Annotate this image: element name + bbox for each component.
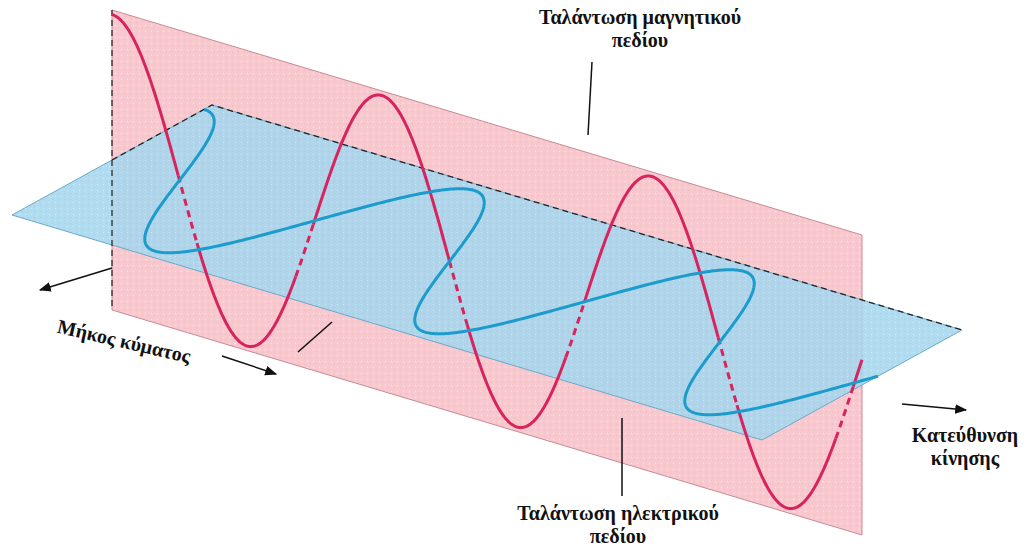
dimension-arrow	[222, 356, 276, 374]
magnetic-wave	[566, 302, 585, 358]
magnetic-wave	[836, 387, 854, 439]
electric-plane	[12, 105, 962, 440]
magnetic-wave	[296, 225, 314, 277]
direction-arrow	[902, 404, 966, 410]
dimension-arrow	[40, 268, 112, 290]
magnetic-wave	[450, 261, 468, 324]
leader-line	[621, 418, 623, 496]
magnetic-wave	[467, 324, 566, 427]
leader-line	[298, 322, 332, 352]
electric-wave	[145, 109, 878, 414]
field-label: Ταλάντωση μαγνητικού πεδίου	[522, 6, 758, 52]
magnetic-wave	[718, 338, 737, 405]
magnetic-wave	[313, 95, 449, 261]
magnetic-wave	[178, 176, 197, 243]
plane-edge	[111, 10, 112, 310]
hidden-edge	[112, 105, 962, 330]
field-label: Ταλάντωση ηλεκτρικού πεδίου	[500, 502, 736, 548]
magnetic-wave	[737, 405, 836, 508]
magnetic-wave	[112, 15, 178, 176]
magnetic-wave	[197, 243, 296, 346]
leader-line	[588, 62, 592, 135]
direction-label: Κατεύθυνση κίνησης	[901, 424, 1029, 470]
magnetic-wave	[585, 176, 719, 338]
